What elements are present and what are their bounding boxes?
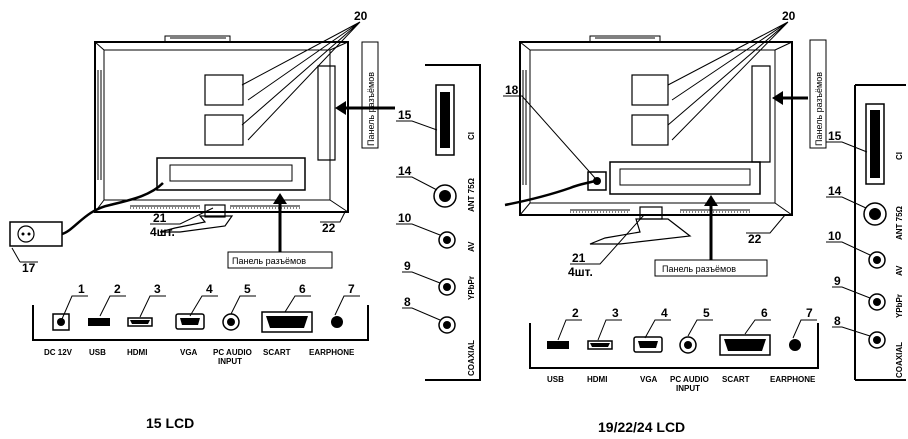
callout-7-15: 7 [348,282,355,296]
power-cable-19 [504,179,596,207]
label-ypbpr-19: YPbPr [895,294,904,318]
callout-8-19: 8 [834,314,841,328]
label-ant-19: ANT 75Ω [895,205,904,240]
label-pc-audio-19: PC AUDIO [670,375,709,384]
callout-15-19: 15 [828,129,842,143]
callout-3-15: 3 [154,282,161,296]
callout-10-15: 10 [398,211,412,225]
ypbpr-port-19 [868,293,886,311]
callout-2-19: 2 [572,306,579,320]
callout-6-19: 6 [761,306,768,320]
usb-port-15 [88,318,110,326]
label-pc-audio-15: PC AUDIO [213,348,252,357]
ci-slot-15 [435,84,455,156]
coaxial-port-15 [438,316,456,334]
callout-9-19: 9 [834,274,841,288]
label-pc-audio-input-15: INPUT [218,357,242,366]
pc-audio-port-19 [679,336,697,354]
callout-20-19: 20 [782,9,796,23]
panel-label-bottom-19: Панель разъёмов [662,264,736,274]
label-pc-audio-input-19: INPUT [676,384,700,393]
callout-21-qty-15: 4шт. [150,225,175,239]
label-coaxial-19: COAXIAL [895,342,904,378]
label-scart-19: SCART [722,375,750,384]
label-ypbpr-15: YPbPr [467,276,476,300]
callout-17-15: 17 [22,261,36,275]
callout-21-15: 21 [153,211,167,225]
title-19-22-24-lcd: 19/22/24 LCD [598,419,685,435]
coaxial-port-19 [868,331,886,349]
dc-12v-port-15 [52,313,70,331]
panel-label-box-side-15 [361,41,379,149]
hdmi-port-15 [127,317,153,327]
scart-port-19 [719,334,771,356]
bottom-port-panel-19: 2 3 4 5 6 7 USB HDMI VGA PC AUDIO INPUT … [529,306,819,393]
callout-21-19: 21 [572,251,586,265]
usb-port-19 [547,341,569,349]
label-vga-19: VGA [640,375,658,384]
ant-port-19 [863,202,887,226]
label-hdmi-15: HDMI [127,348,147,357]
panel-label-box-side-19 [809,39,827,149]
callout-2-15: 2 [114,282,121,296]
panel-label-side-19: Панель разъёмов [814,72,824,146]
callout-22-15: 22 [322,221,336,235]
vga-port-19 [633,336,663,353]
label-usb-19: USB [547,375,564,384]
scart-port-15 [261,311,313,333]
tv-back-15 [94,35,349,233]
callout-7-19: 7 [806,306,813,320]
callout-14-19: 14 [828,184,842,198]
ypbpr-port-15 [438,278,456,296]
callout-6-15: 6 [299,282,306,296]
av-port-19 [868,251,886,269]
label-vga-15: VGA [180,348,198,357]
callout-20-15: 20 [354,9,368,23]
label-earphone-15: EARPHONE [309,348,355,357]
callout-10-19: 10 [828,229,842,243]
label-ci-19: CI [895,152,904,160]
callout-4-19: 4 [661,306,668,320]
callout-21-qty-19: 4шт. [568,265,593,279]
power-adapter-15 [9,182,164,247]
label-ant-15: ANT 75Ω [467,177,476,212]
av-port-15 [438,231,456,249]
side-port-panel-15: CI ANT 75Ω AV YPbPr COAXIAL 15 14 [396,64,481,381]
pc-audio-port-15 [222,313,240,331]
label-ci-15: CI [467,132,476,140]
earphone-port-19 [789,339,801,351]
label-av-15: AV [467,241,476,252]
diagram-19-22-24-lcd: 18 20 Панель разъёмов Панель разъёмов 21… [503,9,906,435]
callout-22-19: 22 [748,232,762,246]
diagram-15-lcd: 20 Панель разъёмов Панель разъёмов 17 21… [9,9,481,431]
callout-1-15: 1 [78,282,85,296]
tv-back-19 [519,35,793,245]
ant-port-15 [433,184,457,208]
callout-3-19: 3 [612,306,619,320]
label-usb-15: USB [89,348,106,357]
callout-14-15: 14 [398,164,412,178]
callout-8-15: 8 [404,295,411,309]
label-coaxial-15: COAXIAL [467,340,476,376]
callout-18-19: 18 [505,83,519,97]
panel-label-bottom-15: Панель разъёмов [232,256,306,266]
label-av-19: AV [895,265,904,276]
ci-slot-19 [865,103,885,185]
title-15-lcd: 15 LCD [146,415,194,431]
label-earphone-19: EARPHONE [770,375,816,384]
label-dc12v-15: DC 12V [44,348,73,357]
label-scart-15: SCART [263,348,291,357]
label-hdmi-19: HDMI [587,375,607,384]
callout-15-15: 15 [398,108,412,122]
callout-9-15: 9 [404,259,411,273]
earphone-port-15 [331,316,343,328]
callout-5-15: 5 [244,282,251,296]
bottom-port-panel-15: 1 2 3 4 5 6 7 DC 12V USB HDMI VGA PC [32,282,369,366]
vga-port-15 [175,313,205,330]
callout-4-15: 4 [206,282,213,296]
hdmi-port-19 [587,340,613,350]
side-port-panel-19: CI ANT 75Ω AV YPbPr COAXIAL 15 14 10 9 8 [826,84,906,381]
callout-5-19: 5 [703,306,710,320]
